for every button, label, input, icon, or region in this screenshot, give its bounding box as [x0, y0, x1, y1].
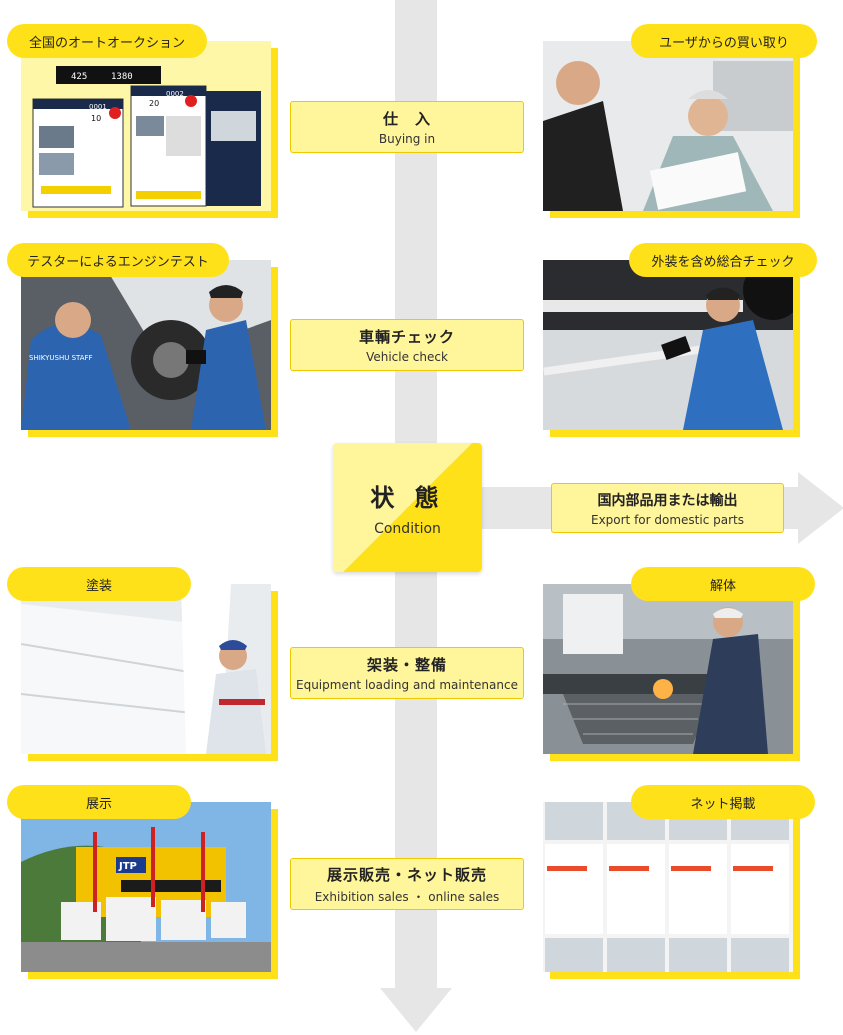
- exhibition-image: JTP: [21, 802, 271, 972]
- vertical-flow-arrow-head: [380, 988, 452, 1032]
- engine-test-image: SHIKYUSHU STAFF: [21, 260, 271, 430]
- step-vehicle-check: 車輌チェック Vehicle check: [290, 319, 524, 371]
- card-label: 解体: [631, 567, 815, 601]
- step-subtitle: Buying in: [378, 132, 436, 146]
- condition-title: 状 態: [370, 484, 445, 512]
- auction-screens-image: 425 1380 0001 0002 10 20: [21, 41, 271, 211]
- step-buying-in: 仕 入 Buying in: [290, 101, 524, 153]
- svg-text:SHIKYUSHU STAFF: SHIKYUSHU STAFF: [29, 354, 93, 362]
- step-equipment-maintenance: 架装・整備 Equipment loading and maintenance: [290, 647, 524, 699]
- step-subtitle: Vehicle check: [366, 350, 448, 364]
- svg-text:20: 20: [149, 99, 159, 108]
- card-label: ネット掲載: [631, 785, 815, 819]
- step-title: 展示販売・ネット販売: [326, 865, 487, 884]
- condition-box: 状 態 Condition: [333, 443, 482, 572]
- online-listing-image: [543, 802, 793, 972]
- svg-text:425: 425: [71, 72, 87, 82]
- card-label: 展示: [7, 785, 191, 819]
- svg-text:JTP: JTP: [118, 861, 137, 872]
- dismantling-image: [543, 584, 793, 754]
- step-subtitle: Exhibition sales ・ online sales: [314, 889, 500, 904]
- card-label: 全国のオートオークション: [7, 24, 207, 58]
- export-arrow-head: [798, 472, 843, 544]
- card-label: ユーザからの買い取り: [631, 24, 817, 58]
- condition-subtitle: Condition: [374, 521, 441, 537]
- card-label: テスターによるエンジンテスト: [7, 243, 229, 277]
- meeting-image: [543, 41, 793, 211]
- export-box: 国内部品用または輸出 Export for domestic parts: [551, 483, 784, 533]
- svg-text:1380: 1380: [111, 72, 133, 82]
- export-title: 国内部品用または輸出: [597, 492, 738, 509]
- step-title: 架装・整備: [366, 656, 447, 674]
- step-title: 車輌チェック: [358, 328, 455, 346]
- exterior-check-image: [543, 260, 793, 430]
- step-title: 仕 入: [382, 110, 431, 128]
- painting-image: [21, 584, 271, 754]
- card-label: 塗装: [7, 567, 191, 601]
- card-label: 外装を含め総合チェック: [629, 243, 817, 277]
- svg-text:0002: 0002: [166, 90, 184, 98]
- svg-text:0001: 0001: [89, 103, 107, 111]
- export-subtitle: Export for domestic parts: [590, 512, 744, 527]
- svg-text:10: 10: [91, 114, 101, 123]
- step-sales: 展示販売・ネット販売 Exhibition sales ・ online sal…: [290, 858, 524, 910]
- step-subtitle: Equipment loading and maintenance: [296, 678, 518, 692]
